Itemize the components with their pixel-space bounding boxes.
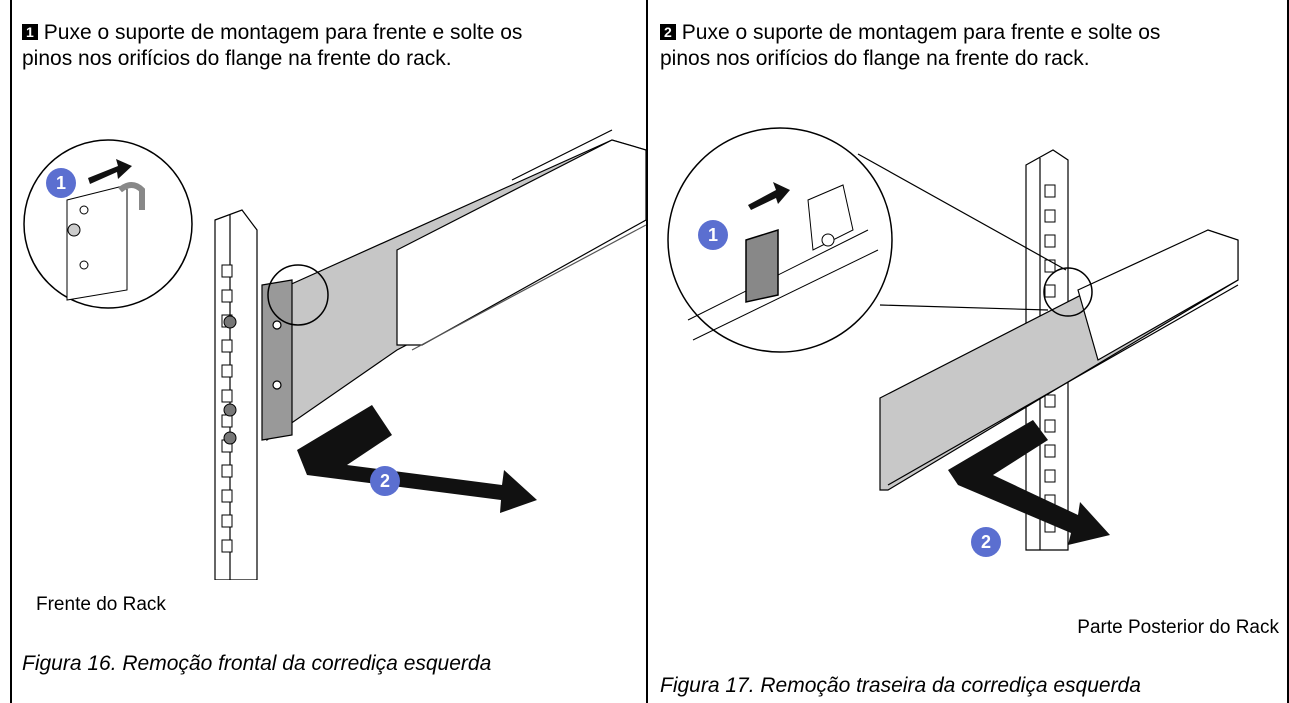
zoom-leader-bottom <box>879 304 1049 311</box>
slide-rail <box>266 129 646 442</box>
step-badge-1: 1 <box>22 24 38 40</box>
zoom-detail <box>667 127 893 353</box>
rack-pins <box>223 315 237 445</box>
left-border <box>10 0 12 703</box>
pull-arrow <box>948 420 1110 545</box>
right-border <box>1287 0 1289 703</box>
rack-side-label: Parte Posterior do Rack <box>1077 617 1279 638</box>
step-badge-2: 2 <box>660 24 676 40</box>
mounting-bracket <box>261 279 293 441</box>
rack-post <box>214 209 258 580</box>
pull-arrow <box>297 405 537 513</box>
rack-side-label: Frente do Rack <box>36 594 166 615</box>
callout-1: 1 <box>698 220 728 250</box>
front-rail-illustration <box>23 129 646 580</box>
detail-marker <box>267 264 329 326</box>
rear-rail-illustration <box>667 127 1239 551</box>
figure-caption: Figura 17. Remoção traseira da corrediça… <box>660 674 1141 697</box>
detail-marker <box>1043 267 1093 317</box>
zoom-arrow <box>88 159 132 184</box>
zoom-leader-top <box>857 153 1067 271</box>
zoom-arrow <box>748 182 790 210</box>
callout-1: 1 <box>46 168 76 198</box>
callout-2: 2 <box>971 527 1001 557</box>
figure-caption: Figura 16. Remoção frontal da corrediça … <box>22 652 492 675</box>
middle-divider <box>646 0 648 703</box>
zoom-detail <box>23 139 193 309</box>
callout-2: 2 <box>370 466 400 496</box>
slide-rail <box>879 229 1239 491</box>
